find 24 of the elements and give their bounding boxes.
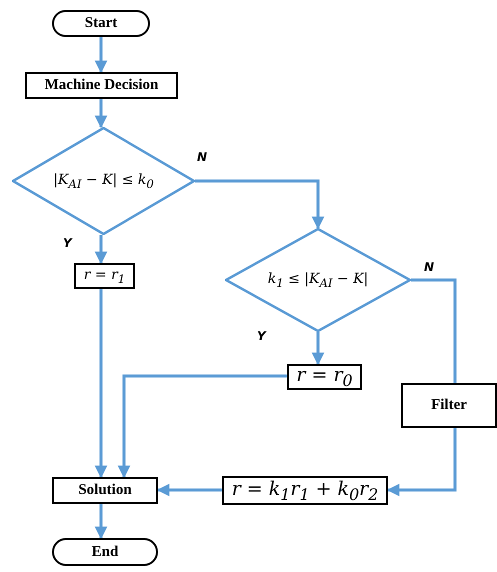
edge-label: N: [423, 260, 436, 274]
arrow: [195, 180, 324, 230]
edge-label: Y: [256, 329, 267, 343]
arrow: [386, 428, 456, 496]
edge-label: N: [196, 150, 208, 164]
arrow: [94, 504, 108, 540]
decision-diamond: |K$_{AI}$ − K| ≤ k$_{0}$: [12, 127, 195, 235]
arrow: [94, 99, 108, 128]
process-box: Solution: [52, 477, 158, 504]
arrow: [94, 235, 108, 264]
process-box: Filter: [401, 383, 497, 428]
process-box: r = k$_{1}$r$_{1}$ + k$_{0}$r$_{2}$: [222, 476, 388, 505]
end-terminal: End: [52, 538, 158, 566]
process-box: r = r$_{1}$: [74, 263, 135, 289]
arrow: [118, 374, 287, 478]
edge-label: Y: [62, 236, 73, 250]
process-box: r = r$_{0}$: [287, 364, 362, 390]
arrow: [156, 484, 222, 496]
start-terminal: Start: [52, 10, 150, 37]
arrow: [312, 332, 324, 366]
arrow: [94, 289, 108, 478]
decision-diamond: k$_{1}$ ≤ |K$_{AI}$ − K|: [225, 228, 411, 332]
arrow: [94, 37, 108, 74]
process-box: Machine Decision: [25, 72, 178, 99]
